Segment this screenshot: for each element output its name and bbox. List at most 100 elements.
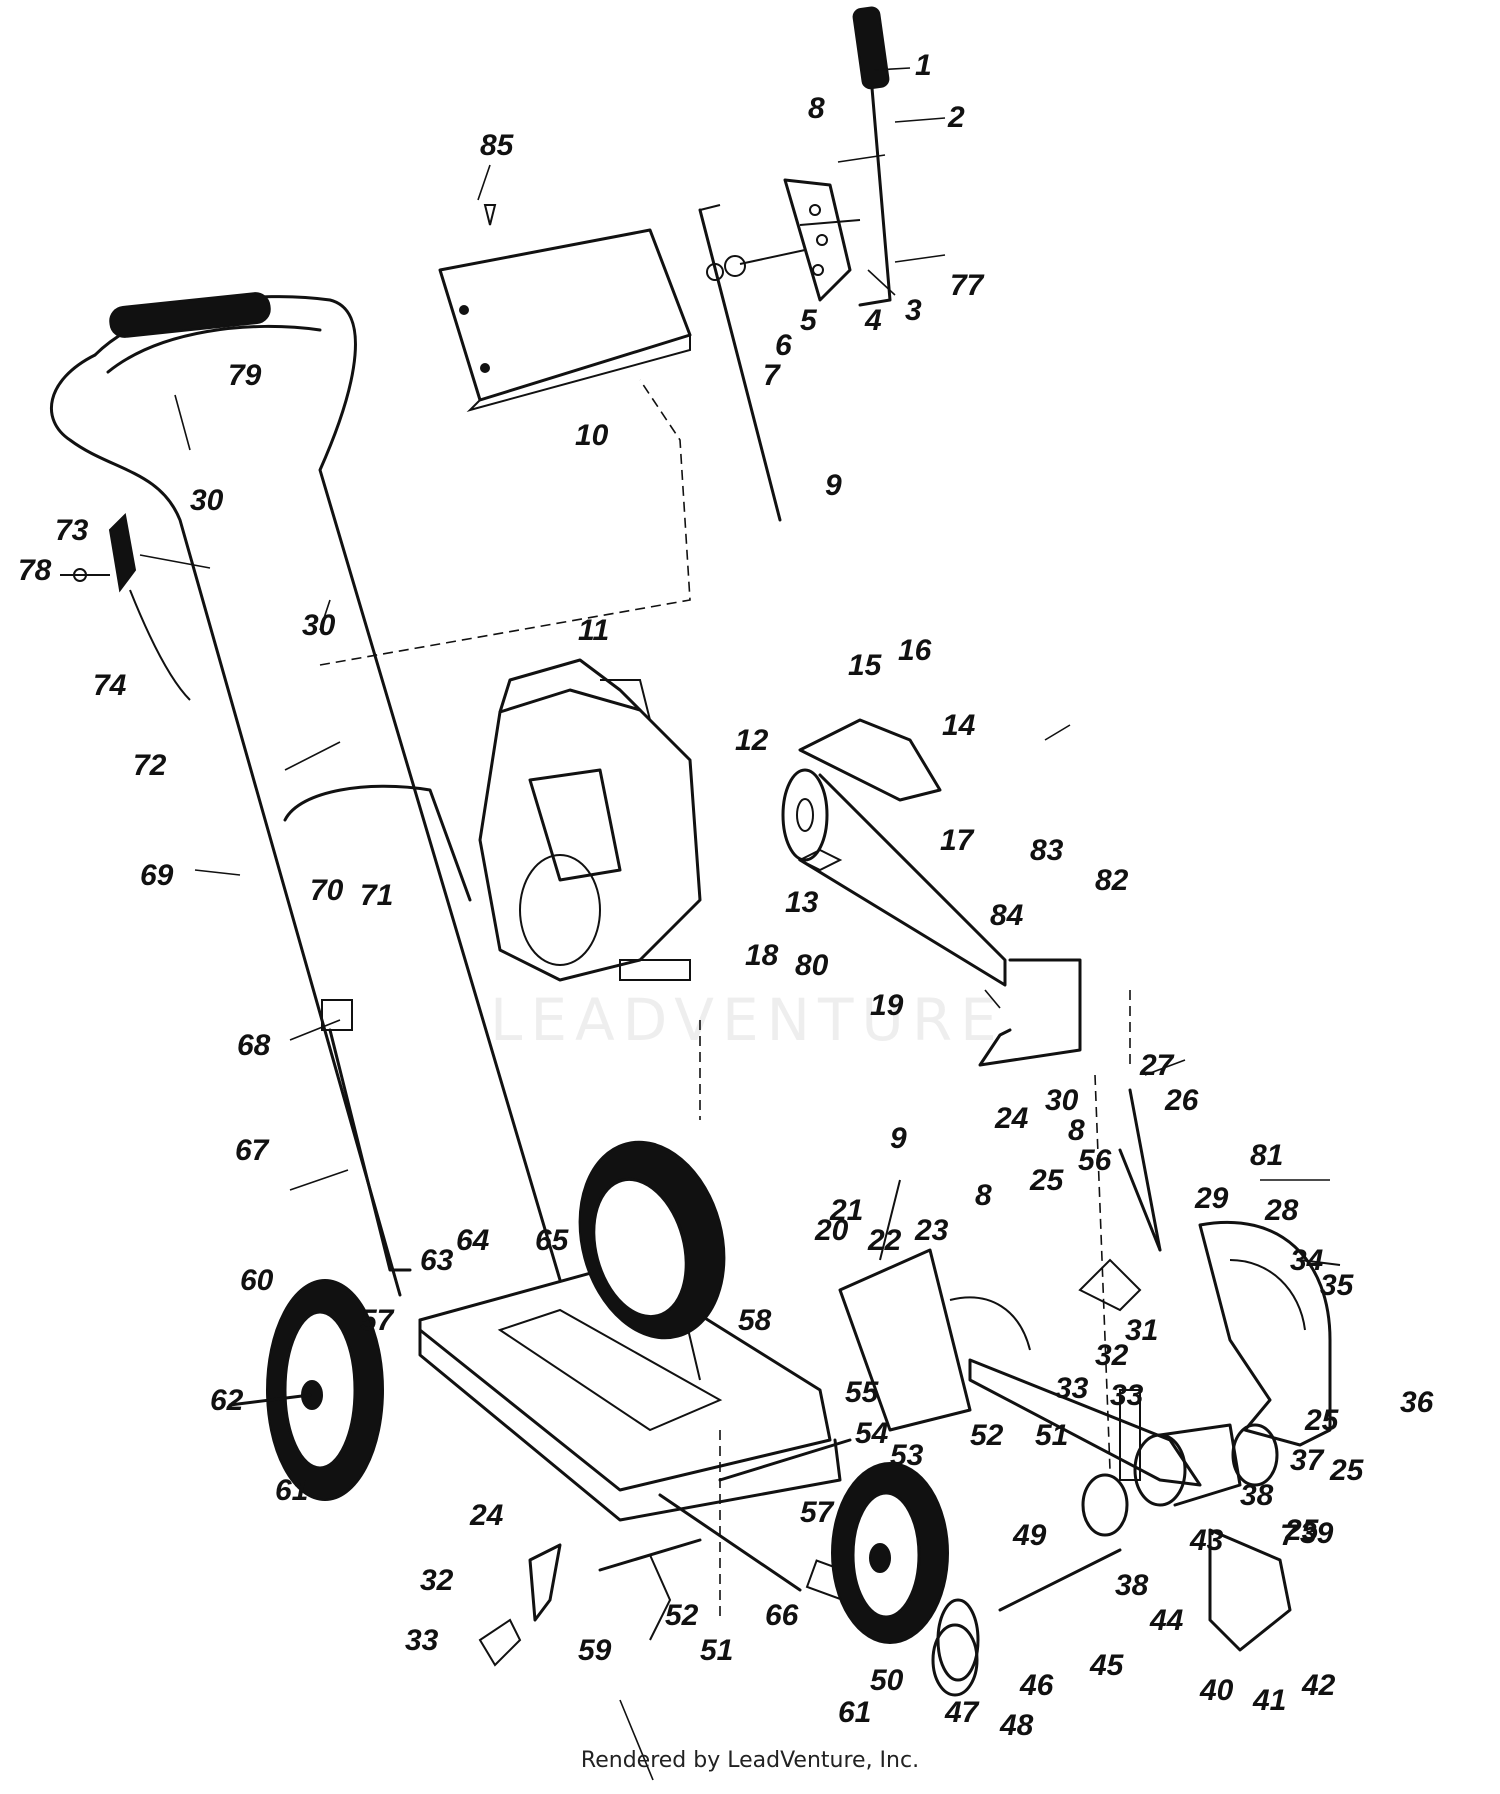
callout-82: 82 [1095,864,1129,897]
callout-15: 15 [848,649,883,682]
callout-33-left: 33 [405,1624,439,1657]
shift-lever-assembly [698,6,892,522]
rear-wheel-right [578,1140,726,1340]
drive-belt-assembly [781,718,1082,1067]
callout-61-right: 61 [838,1696,871,1729]
callout-10: 10 [575,419,609,452]
callout-27: 27 [1139,1049,1175,1082]
callout-49: 49 [1012,1519,1047,1552]
callout-57-right: 57 [800,1496,835,1529]
callout-16: 16 [898,634,932,667]
spindle-assembly [936,1423,1292,1682]
callout-31: 31 [1125,1314,1158,1347]
callout-30-mid-left: 30 [302,609,336,642]
callout-48: 48 [999,1709,1034,1742]
lower-depth-bracket [478,1538,702,1667]
lever-grip [852,6,890,90]
callout-73: 73 [55,514,89,547]
callout-81: 81 [1250,1139,1283,1172]
callout-30-right: 30 [1045,1084,1079,1117]
callout-5: 5 [800,304,818,337]
callout-63: 63 [420,1244,454,1277]
callout-20: 20 [814,1214,849,1247]
callout-8-mid: 8 [1068,1114,1085,1147]
callout-50: 50 [870,1664,904,1697]
callout-28: 28 [1264,1194,1299,1227]
callout-33-right: 33 [1110,1379,1144,1412]
callout-51-right: 51 [1035,1419,1068,1452]
callout-18: 18 [745,939,779,972]
callout-61-left: 61 [275,1474,308,1507]
callout-25-mid: 25 [1304,1404,1340,1437]
callout-34: 34 [1290,1244,1324,1277]
callout-83: 83 [1030,834,1064,867]
callout-2: 2 [947,101,965,134]
callout-70: 70 [310,874,344,907]
callout-56: 56 [1078,1144,1112,1177]
pulley-47 [931,1623,979,1697]
callout-38-right: 38 [1240,1479,1274,1512]
callout-3: 3 [905,294,922,327]
handle-assembly [49,292,562,1297]
callout-8-top: 8 [808,92,825,125]
callout-7-top: 7 [763,359,781,392]
throttle-control [60,512,191,701]
callout-45: 45 [1089,1649,1125,1682]
callout-80: 80 [795,949,829,982]
callout-44: 44 [1149,1604,1184,1637]
callout-11: 11 [578,614,609,647]
callout-71: 71 [360,879,393,912]
blade-guard [1198,1220,1341,1447]
callout-58: 58 [738,1304,772,1337]
callout-26: 26 [1164,1084,1199,1117]
footer-credit: Rendered by LeadVenture, Inc. [580,1748,920,1773]
callout-9-top: 9 [825,469,842,502]
callout-37: 37 [1290,1444,1325,1477]
callout-32-right: 32 [1095,1339,1129,1372]
callout-33-extra: 33 [1055,1372,1089,1405]
callout-69: 69 [140,859,174,892]
callout-52-right: 52 [970,1419,1004,1452]
callout-77: 77 [950,269,985,302]
callout-1: 1 [915,49,932,82]
callout-47: 47 [944,1696,980,1729]
callout-25-lower: 25 [1284,1514,1320,1547]
callout-23: 23 [914,1214,949,1247]
callout-32-left: 32 [420,1564,454,1597]
callout-53: 53 [890,1439,924,1472]
callout-57-left: 57 [360,1304,395,1337]
callout-39: 39 [1300,1517,1334,1550]
callout-72: 72 [133,749,167,782]
callout-46: 46 [1019,1669,1054,1702]
callout-36: 36 [1400,1386,1434,1419]
callout-38-left: 38 [1115,1569,1149,1602]
callout-6: 6 [775,329,792,362]
callout-24-bottom: 24 [469,1499,504,1532]
callout-42: 42 [1301,1669,1336,1702]
callout-54: 54 [855,1417,889,1450]
callout-30-top-left: 30 [190,484,224,517]
leader-lines [139,67,1330,1781]
front-wheel [831,1462,949,1644]
callout-74: 74 [93,669,127,702]
callout-60: 60 [240,1264,274,1297]
callout-68: 68 [237,1029,271,1062]
callout-25-right: 25 [1329,1454,1365,1487]
callout-25-top: 25 [1029,1164,1065,1197]
callout-85: 85 [480,129,515,162]
callout-51-left: 51 [700,1634,733,1667]
callout-4: 4 [864,304,882,337]
callout-52-left: 52 [665,1599,699,1632]
callout-8-right: 8 [975,1179,992,1212]
callout-19: 19 [870,989,904,1022]
callout-59: 59 [578,1634,612,1667]
watermark: LEADVENTURE [490,986,1005,1054]
callout-64: 64 [456,1224,490,1257]
callout-84: 84 [990,899,1024,932]
callout-9-mid: 9 [890,1122,907,1155]
handle-grip [109,292,271,338]
callout-79: 79 [228,359,262,392]
callout-24-top: 24 [994,1102,1029,1135]
depth-adjust-parts [838,1088,1202,1487]
